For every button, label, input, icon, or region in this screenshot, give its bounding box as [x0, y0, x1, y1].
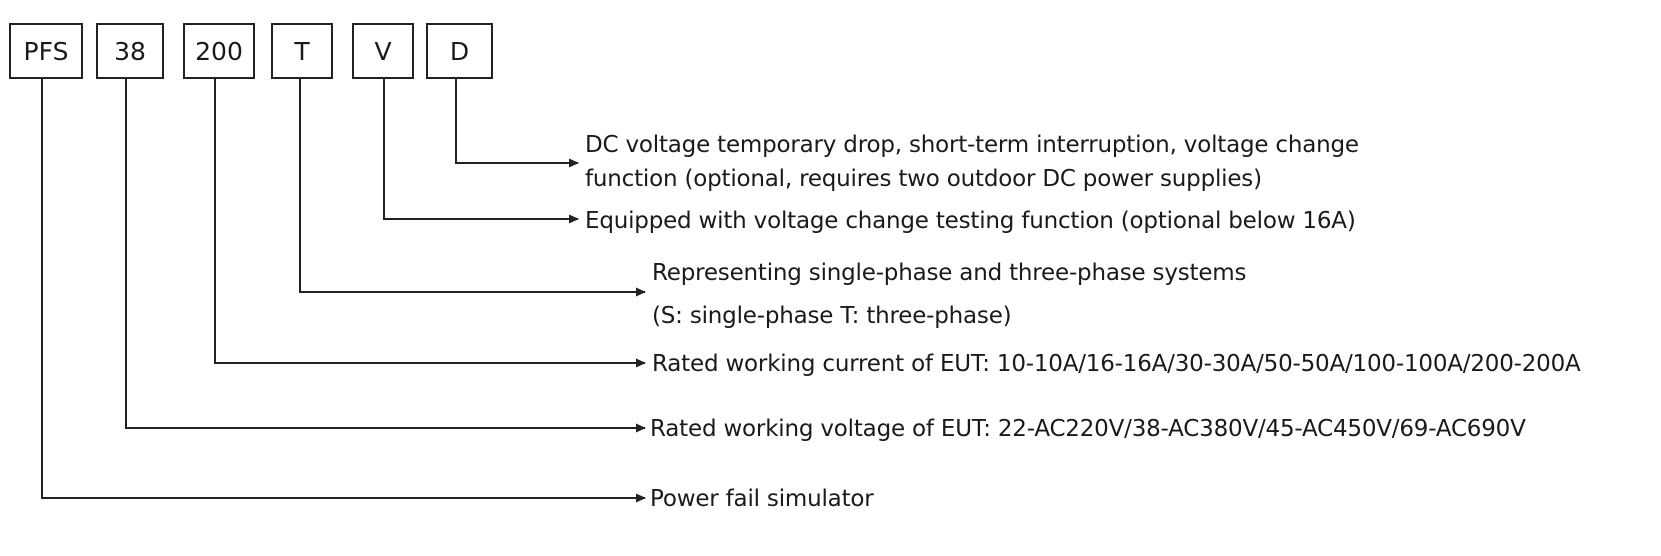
code-box-pfs: PFS [9, 23, 83, 79]
desc-pfs: Power fail simulator [650, 486, 874, 512]
code-box-d: D [426, 23, 493, 79]
desc-current: Rated working current of EUT: 10-10A/16-… [652, 351, 1581, 377]
desc-d-line-2: function (optional, requires two outdoor… [585, 166, 1262, 192]
code-box-38: 38 [96, 23, 164, 79]
desc-voltage: Rated working voltage of EUT: 22-AC220V/… [650, 416, 1526, 442]
connector-200 [214, 79, 646, 368]
connector-d [455, 79, 579, 168]
code-box-v: V [352, 23, 414, 79]
desc-t-line-2: (S: single-phase T: three-phase) [652, 303, 1012, 329]
desc-t-line-1: Representing single-phase and three-phas… [652, 260, 1247, 286]
connector-t [299, 79, 646, 297]
connector-38 [125, 79, 646, 433]
connector-v [383, 79, 579, 224]
code-box-t: T [271, 23, 333, 79]
desc-d-line-1: DC voltage temporary drop, short-term in… [585, 132, 1359, 158]
desc-v: Equipped with voltage change testing fun… [585, 208, 1356, 234]
code-box-200: 200 [183, 23, 255, 79]
connector-pfs [41, 79, 646, 503]
